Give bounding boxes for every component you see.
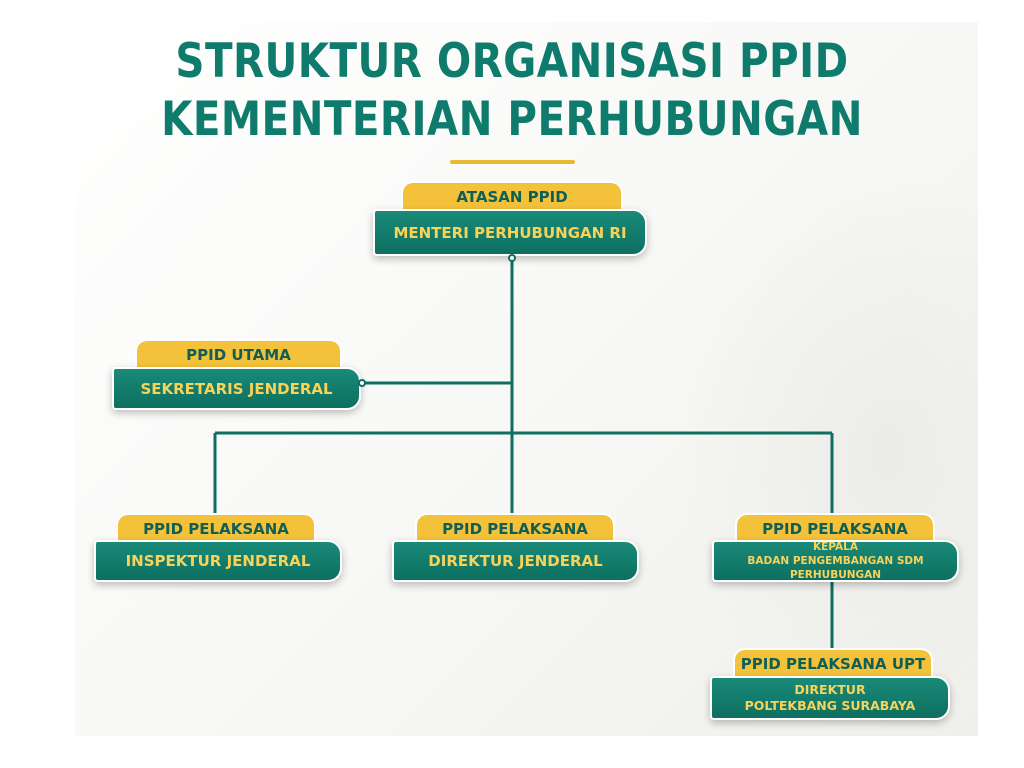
page-title-line-1: STRUKTUR ORGANISASI PPID <box>175 34 849 89</box>
role-name-upt-line-1: DIREKTUR <box>794 682 866 697</box>
role-box-bpsdm: KEPALA BADAN PENGEMBANGAN SDM PERHUBUNGA… <box>712 540 959 582</box>
role-name-bpsdm-line-2: BADAN PENGEMBANGAN SDM PERHUBUNGAN <box>747 555 924 581</box>
role-box-menteri: MENTERI PERHUBUNGAN RI <box>373 209 647 256</box>
role-tab-upt: PPID PELAKSANA UPT <box>735 650 931 680</box>
connector-dot-utama <box>358 379 366 387</box>
role-name-dirjen: DIREKTUR JENDERAL <box>428 552 603 570</box>
title-underline <box>450 160 575 164</box>
role-box-sekjen: SEKRETARIS JENDERAL <box>112 367 361 410</box>
role-box-itjen: INSPEKTUR JENDERAL <box>94 540 342 582</box>
connector-dot-top <box>508 254 516 262</box>
role-box-dirjen: DIREKTUR JENDERAL <box>392 540 639 582</box>
role-tab-utama: PPID UTAMA <box>137 341 340 371</box>
role-name-itjen: INSPEKTUR JENDERAL <box>125 552 311 570</box>
page-title-line-2: KEMENTERIAN PERHUBUNGAN <box>161 92 863 147</box>
role-name-bpsdm-line-1: KEPALA <box>813 541 858 553</box>
role-name-upt-line-2: POLTEKBANG SURABAYA <box>744 698 916 713</box>
role-tab-itjen: PPID PELAKSANA <box>118 515 314 545</box>
role-box-upt: DIREKTUR POLTEKBANG SURABAYA <box>710 676 950 720</box>
role-name-sekjen: SEKRETARIS JENDERAL <box>140 379 333 398</box>
role-name-menteri: MENTERI PERHUBUNGAN RI <box>393 223 627 242</box>
role-tab-atasan: ATASAN PPID <box>403 183 621 213</box>
